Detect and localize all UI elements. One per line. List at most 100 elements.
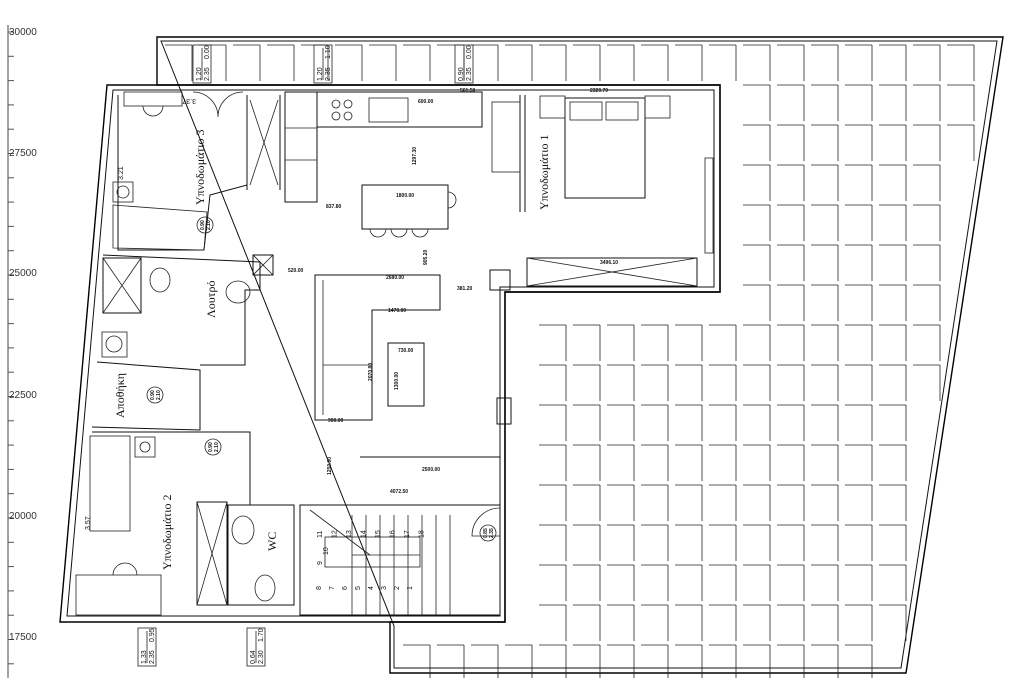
terrace-tile <box>641 604 669 641</box>
terrace-tile <box>743 604 771 641</box>
terrace-tile <box>709 404 737 441</box>
dimension-label: 2500.00 <box>422 467 440 473</box>
terrace-tile <box>743 404 771 441</box>
terrace-tile <box>879 484 907 521</box>
terrace-tile <box>743 244 771 281</box>
terrace-tile <box>539 644 567 678</box>
dimension-label: 1300.00 <box>394 372 400 390</box>
terrace-tile <box>573 324 601 361</box>
terrace-tile <box>403 644 431 678</box>
dimension-label: 520.00 <box>288 268 304 274</box>
terrace-tile <box>777 204 805 241</box>
terrace-tile <box>505 44 533 81</box>
terrace-tile <box>675 444 703 481</box>
terrace-tile <box>709 364 737 401</box>
terrace-tile <box>845 484 873 521</box>
terrace-tile <box>879 324 907 361</box>
window-value: 2.35 <box>149 650 156 664</box>
terrace-tile <box>539 484 567 521</box>
terrace-tile <box>845 44 873 81</box>
terrace-tile <box>811 564 839 601</box>
dimension-label: 1470.00 <box>388 308 406 314</box>
terrace-tile <box>845 244 873 281</box>
terrace-tile <box>811 284 839 321</box>
terrace-tile <box>539 524 567 561</box>
stair-number: 14 <box>361 530 368 538</box>
terrace-tile <box>879 524 907 561</box>
terrace-tile <box>675 404 703 441</box>
door-value: 0.90 <box>200 220 206 230</box>
dimension-label: 905.20 <box>423 249 429 265</box>
room-label-bedroom-1: Υπνοδωμάτιο 1 <box>537 135 551 210</box>
stair-number: 1 <box>407 586 414 590</box>
window-value: 0.90 <box>458 67 465 81</box>
axis-tick-label: 22500 <box>9 390 37 401</box>
window-value: 0.64 <box>250 650 257 664</box>
terrace-tile <box>811 364 839 401</box>
window-value: 1.33 <box>141 650 148 664</box>
terrace-tile <box>743 524 771 561</box>
terrace-tile <box>675 364 703 401</box>
window-value: 1.20 <box>196 67 203 81</box>
vertical-axis: 30000 27500 25000 22500 20000 17500 <box>7 25 37 678</box>
terrace-tile <box>539 444 567 481</box>
terrace-tile <box>403 44 431 81</box>
stair-number: 3 <box>381 586 388 590</box>
terrace-tile <box>777 84 805 121</box>
dimension-label: 600.00 <box>418 99 434 105</box>
terrace-tile <box>811 604 839 641</box>
terrace-tile <box>539 324 567 361</box>
terrace-tile <box>743 644 771 678</box>
terrace-tile <box>641 404 669 441</box>
terrace-tile <box>845 84 873 121</box>
terrace-tile <box>607 484 635 521</box>
terrace-tile <box>641 564 669 601</box>
terrace-tile <box>845 284 873 321</box>
terrace-tile <box>845 604 873 641</box>
axis-tick-label: 17500 <box>9 632 37 643</box>
terrace-tile <box>811 44 839 81</box>
terrace-tile <box>777 524 805 561</box>
terrace-tile <box>675 644 703 678</box>
terrace-tile <box>811 244 839 281</box>
terrace-tile <box>267 44 295 81</box>
terrace-tile <box>743 564 771 601</box>
terrace-tile <box>539 364 567 401</box>
axis-tick-label: 30000 <box>9 27 37 38</box>
dimension-label: 1800.00 <box>396 193 414 199</box>
terrace-tile <box>913 84 941 121</box>
door-value: 2.10 <box>156 390 162 400</box>
terrace-tile <box>879 444 907 481</box>
terrace-tile <box>777 484 805 521</box>
door-value: 2.10 <box>206 220 212 230</box>
window-value: 1.20 <box>317 67 324 81</box>
terrace-tile <box>607 44 635 81</box>
terrace-tile <box>913 284 941 321</box>
terrace <box>156 36 1004 678</box>
dimension-label: 561.50 <box>460 88 476 94</box>
door-value: 0.90 <box>150 390 156 400</box>
terrace-tile <box>709 444 737 481</box>
terrace-tile <box>573 564 601 601</box>
terrace-tile <box>777 604 805 641</box>
terrace-tile <box>607 604 635 641</box>
terrace-tile <box>743 84 771 121</box>
terrace-tile <box>811 484 839 521</box>
stair-number: 17 <box>404 530 411 538</box>
terrace-tile <box>607 324 635 361</box>
terrace-tile <box>675 524 703 561</box>
terrace-tile <box>743 364 771 401</box>
terrace-tile <box>777 124 805 161</box>
stair-number: 15 <box>375 530 382 538</box>
terrace-tile <box>709 644 737 678</box>
terrace-tile <box>675 564 703 601</box>
terrace-tile <box>913 124 941 161</box>
terrace-tile <box>369 44 397 81</box>
terrace-tile <box>777 444 805 481</box>
terrace-tile <box>641 644 669 678</box>
